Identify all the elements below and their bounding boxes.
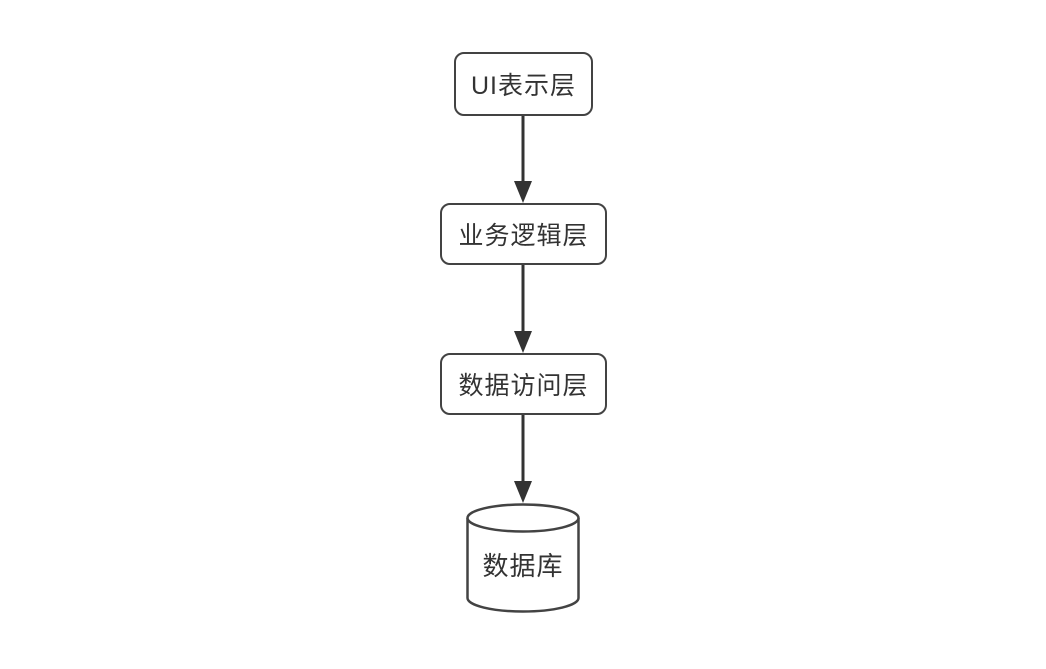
- node-ui-layer: UI表示层: [454, 52, 593, 116]
- arrow-business-to-dataaccess-icon: [514, 265, 532, 353]
- node-data-access-layer: 数据访问层: [440, 353, 607, 415]
- node-business-logic-layer: 业务逻辑层: [440, 203, 607, 265]
- database-cylinder-icon: [466, 503, 580, 613]
- node-database-label: 数据库: [482, 551, 564, 581]
- node-ui-layer-label: UI表示层: [470, 72, 576, 100]
- node-business-logic-layer-label: 业务逻辑层: [458, 222, 589, 250]
- arrow-dataaccess-to-database-icon: [514, 415, 532, 503]
- node-database: 数据库: [466, 502, 580, 614]
- node-data-access-layer-label: 数据访问层: [458, 372, 589, 400]
- arrow-ui-to-business-icon: [514, 116, 532, 203]
